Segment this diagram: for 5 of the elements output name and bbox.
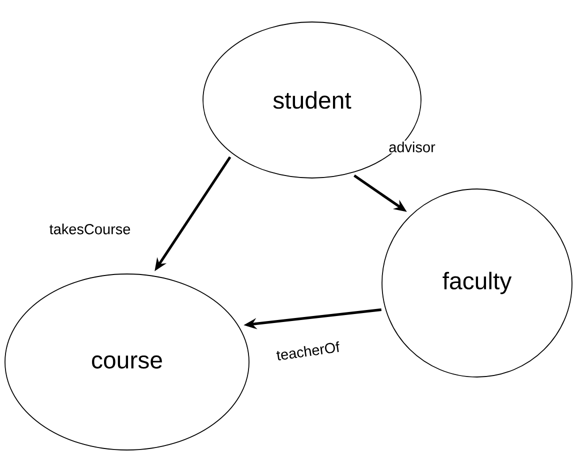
edge-label: advisor — [388, 140, 436, 154]
edge-label: teacherOf — [274, 340, 342, 362]
ellipse-node: course — [4, 274, 250, 450]
edge-label: takesCourse — [48, 222, 132, 236]
ellipse-node: faculty — [382, 188, 572, 378]
